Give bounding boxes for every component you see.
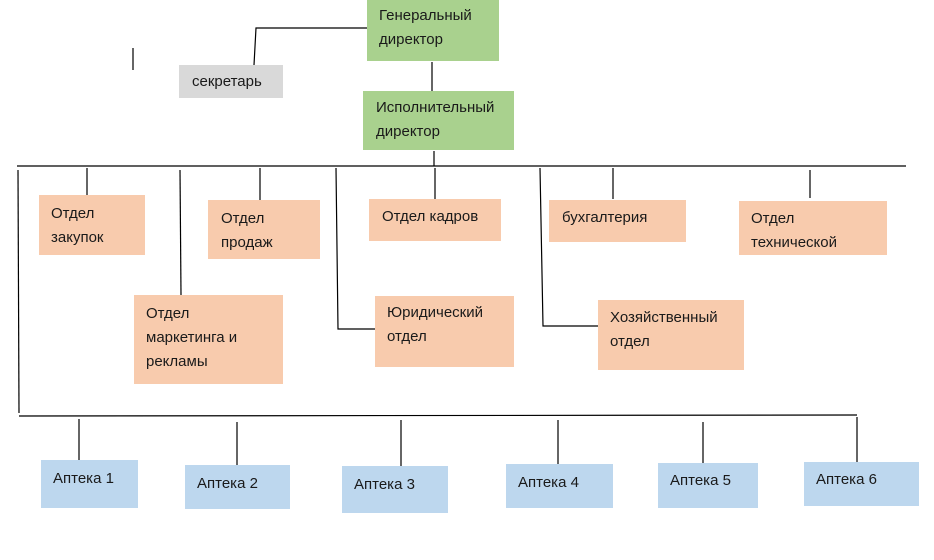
pharmacy-6-label: Аптека 6: [816, 471, 877, 488]
connector-household: [539, 167, 598, 327]
sales-dept-box: Отдел продаж: [208, 200, 320, 259]
marketing-dept-box: Отдел маркетинга и рекламы: [134, 295, 283, 384]
executive-director-label: Исполнительный директор: [376, 99, 495, 140]
purchasing-dept-label: Отдел закупок: [51, 205, 104, 246]
legal-dept-label: Юридический отдел: [387, 304, 483, 345]
connector-marketing: [179, 169, 182, 296]
connector-pharmacy-trunk: [17, 169, 20, 414]
hr-dept-label: Отдел кадров: [382, 208, 479, 225]
household-dept-box: Хозяйственный отдел: [598, 300, 744, 370]
connector-legal: [335, 167, 375, 330]
household-dept-label: Хозяйственный отдел: [610, 309, 718, 350]
accounting-dept-label: бухгалтерия: [562, 209, 648, 226]
technical-dept-label: Отдел технической: [751, 210, 837, 251]
pharmacy-6-box: Аптека 6: [804, 462, 919, 506]
pharmacy-5-box: Аптека 5: [658, 463, 758, 508]
pharmacy-2-box: Аптека 2: [185, 465, 290, 509]
marketing-dept-label: Отдел маркетинга и рекламы: [146, 305, 238, 370]
executive-director-box: Исполнительный директор: [363, 91, 514, 150]
secretary-label: секретарь: [192, 73, 262, 90]
connector-secretary: [253, 27, 367, 66]
technical-dept-box: Отдел технической: [739, 201, 887, 255]
pharmacy-1-box: Аптека 1: [41, 460, 138, 508]
legal-dept-box: Юридический отдел: [375, 296, 514, 367]
pharmacy-bus: [18, 414, 858, 417]
pharmacy-4-box: Аптека 4: [506, 464, 613, 508]
secretary-box: секретарь: [179, 65, 283, 98]
purchasing-dept-box: Отдел закупок: [39, 195, 145, 255]
pharmacy-3-box: Аптека 3: [342, 466, 448, 513]
sales-dept-label: Отдел продаж: [221, 210, 273, 251]
pharmacy-5-label: Аптека 5: [670, 472, 731, 489]
hr-dept-box: Отдел кадров: [369, 199, 501, 241]
general-director-label: Генеральный директор: [379, 7, 472, 48]
pharmacy-4-label: Аптека 4: [518, 474, 579, 491]
accounting-dept-box: бухгалтерия: [549, 200, 686, 242]
general-director-box: Генеральный директор: [367, 0, 499, 61]
pharmacy-3-label: Аптека 3: [354, 476, 415, 493]
pharmacy-2-label: Аптека 2: [197, 475, 258, 492]
pharmacy-1-label: Аптека 1: [53, 470, 114, 487]
